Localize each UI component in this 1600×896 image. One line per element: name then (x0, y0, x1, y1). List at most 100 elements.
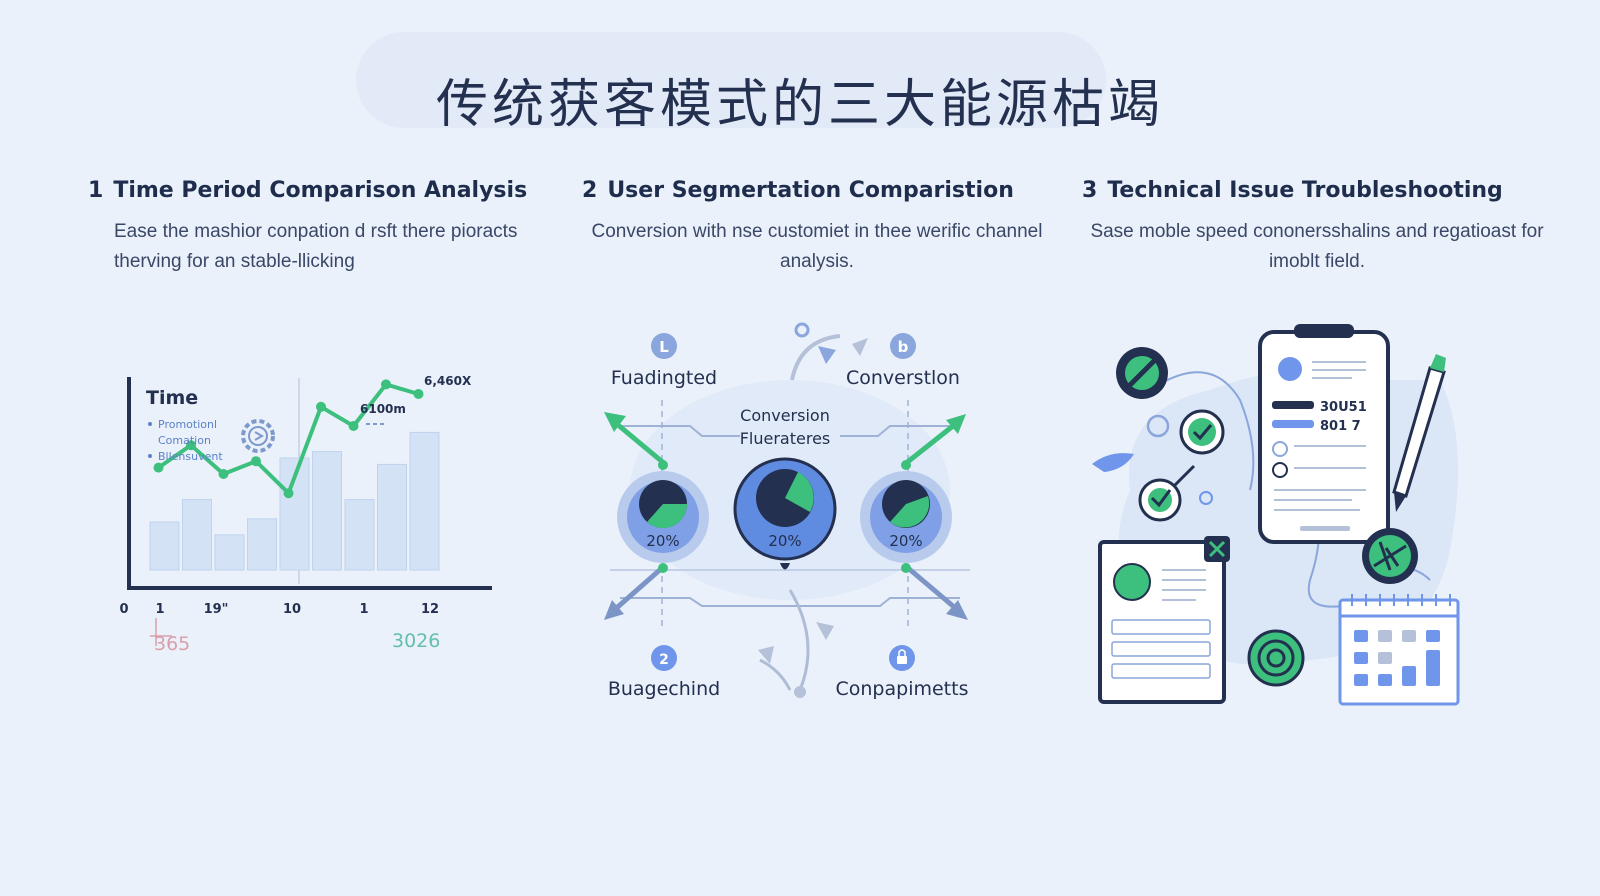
chart-bar (344, 499, 375, 571)
pencil-icon (1392, 354, 1446, 512)
chart-point (153, 462, 164, 473)
connector-bottom (620, 597, 960, 607)
connector-curve (758, 589, 834, 698)
chart-title: Time (146, 387, 198, 409)
blocked-icon (1116, 347, 1168, 399)
chart-bar (279, 457, 310, 571)
check-badge-icon (1138, 478, 1182, 522)
chart-bars (149, 431, 440, 571)
conversion-segmentation-diagram: 20% 20% 20% Conversion Fluerateres L Fua… (604, 322, 970, 700)
lock-icon-shackle (898, 649, 906, 656)
gear-icon (241, 419, 275, 453)
label-bottom-left: Buagechind (608, 678, 720, 700)
target-icon (1247, 629, 1305, 687)
section-time-period: 1 Time Period Comparison Analysis Ease th… (88, 178, 558, 277)
x-tick-label: 12 (421, 602, 439, 617)
time-comparison-chart: Time Promotionl Comation Bllensuvent 6,4… (119, 374, 492, 655)
section-title: Technical Issue Troubleshooting (1107, 178, 1503, 203)
check-badge-icon (1179, 409, 1225, 455)
small-dot (1199, 491, 1213, 505)
arrow-up-right-head (946, 414, 966, 434)
swoosh-icon (790, 322, 868, 381)
x-tick-label: 10 (283, 602, 301, 617)
section-heading: 1 Time Period Comparison Analysis (88, 178, 558, 203)
magnifier-handle (1172, 464, 1196, 488)
pie-left-slice (647, 504, 688, 529)
phone-value: 30U51 (1320, 400, 1367, 415)
label-top-right: Converstlon (846, 367, 960, 389)
section-number: 2 (582, 178, 598, 203)
legend-item: Promotionl (158, 418, 217, 431)
chart-bar (247, 518, 277, 571)
chart-point (381, 379, 391, 390)
x-tick-label: 1 (155, 602, 164, 617)
calendar-icon (1338, 594, 1460, 706)
chart-bar (312, 451, 342, 571)
title-background (356, 32, 1106, 128)
section-heading: 2 User Segmertation Comparistion (582, 178, 1052, 203)
chart-bar (149, 521, 180, 571)
label-top-left: Fuadingted (611, 367, 717, 389)
l-icon-glyph: L (659, 338, 669, 356)
arrow-down-right (906, 566, 962, 614)
chart-bar (182, 499, 212, 571)
section-title: Time Period Comparison Analysis (113, 178, 528, 203)
chart-bar (409, 431, 440, 571)
l-icon (651, 333, 677, 359)
arrow-down-left-head (604, 600, 624, 620)
legend-dot (148, 454, 152, 458)
x-tick-labels: 0 1 19" 10 1 12 (119, 602, 439, 617)
chart-point (348, 421, 359, 431)
number-icon-glyph: 2 (659, 652, 669, 668)
node-dot (658, 460, 668, 470)
page-title: 传统获客模式的三大能源枯竭 (435, 75, 1164, 135)
phone-value: 801 7 (1320, 419, 1361, 434)
chart-point (316, 401, 326, 412)
x-tick-label: 1 (359, 602, 368, 617)
arrow-up-left (610, 418, 667, 466)
chart-point (283, 488, 294, 499)
arrow-up-left-head (604, 412, 626, 432)
percent-label: 20% (768, 532, 801, 550)
legend-dot (148, 422, 152, 426)
percent-label: 20% (889, 532, 922, 550)
lock-icon-body (897, 656, 907, 664)
chart-annotation: 6,460X (424, 374, 472, 388)
arrow-down-left (610, 566, 664, 614)
section-description: Ease the mashior conpation d rsft there … (114, 221, 518, 272)
section-title: User Segmertation Comparistion (607, 178, 1014, 203)
label-bottom-right: Conpapimetts (836, 678, 969, 700)
bottom-label: 3026 (392, 630, 440, 652)
chart-annotation: 6100m (360, 402, 406, 416)
x-tick-label: 19" (204, 602, 229, 617)
section-description: Sase moble speed cononersshalins and reg… (1090, 221, 1544, 272)
chart-point (251, 456, 261, 467)
clock-icon (1146, 414, 1170, 438)
arrow-up-right (903, 420, 960, 466)
chart-point (186, 440, 196, 451)
center-label-line1: Conversion (740, 406, 830, 425)
b-icon (890, 333, 916, 359)
phone-icon (1258, 324, 1390, 544)
pie-center-slice (785, 472, 814, 512)
bottom-label: 365 (154, 633, 190, 655)
chart-point (413, 389, 424, 399)
legend-item: Comation (158, 434, 211, 447)
chart-bar (377, 463, 407, 571)
connector-top (620, 425, 960, 437)
chart-point (218, 469, 229, 479)
b-icon-glyph: b (898, 338, 909, 356)
bird-icon (1092, 453, 1134, 472)
node-dot (901, 460, 911, 470)
technical-troubleshooting-illustration: 30U51 801 7 (1092, 324, 1460, 706)
arrow-down-right-head (946, 600, 968, 620)
center-drop (780, 563, 790, 570)
document-icon (1098, 536, 1230, 704)
section-number: 1 (88, 178, 104, 203)
node-dot (658, 563, 668, 573)
x-tick-label: 0 (119, 602, 128, 617)
bottom-mark (150, 618, 172, 646)
pie-right-slice (890, 496, 930, 528)
center-label-line2: Fluerateres (740, 429, 831, 448)
